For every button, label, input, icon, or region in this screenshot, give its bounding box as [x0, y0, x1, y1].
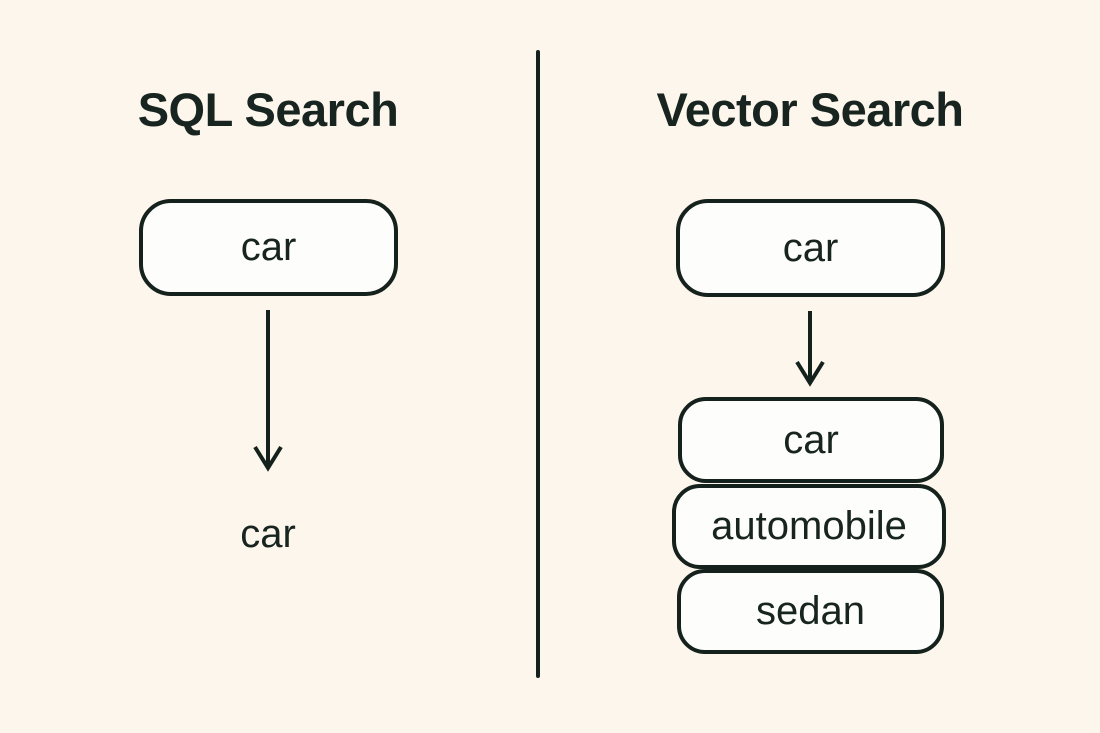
vector-query-box: car: [676, 199, 945, 297]
vector-result-label-3: sedan: [756, 589, 865, 633]
sql-search-title: SQL Search: [137, 83, 399, 136]
vector-search-title: Vector Search: [656, 83, 964, 136]
vector-query-label: car: [782, 225, 839, 270]
sql-result-text: car: [240, 512, 296, 556]
vector-result-box-2: automobile: [672, 484, 946, 569]
vertical-divider: [536, 50, 540, 678]
arrow-down-icon-sql: [253, 310, 283, 472]
vector-result-box-1: car: [678, 397, 944, 483]
vector-result-label-2: automobile: [711, 504, 907, 548]
sql-query-box: car: [139, 199, 398, 296]
arrow-down-icon-vector: [795, 311, 825, 387]
vector-result-box-3: sedan: [677, 569, 944, 654]
vector-result-label-1: car: [783, 417, 839, 462]
sql-query-label: car: [240, 225, 297, 269]
